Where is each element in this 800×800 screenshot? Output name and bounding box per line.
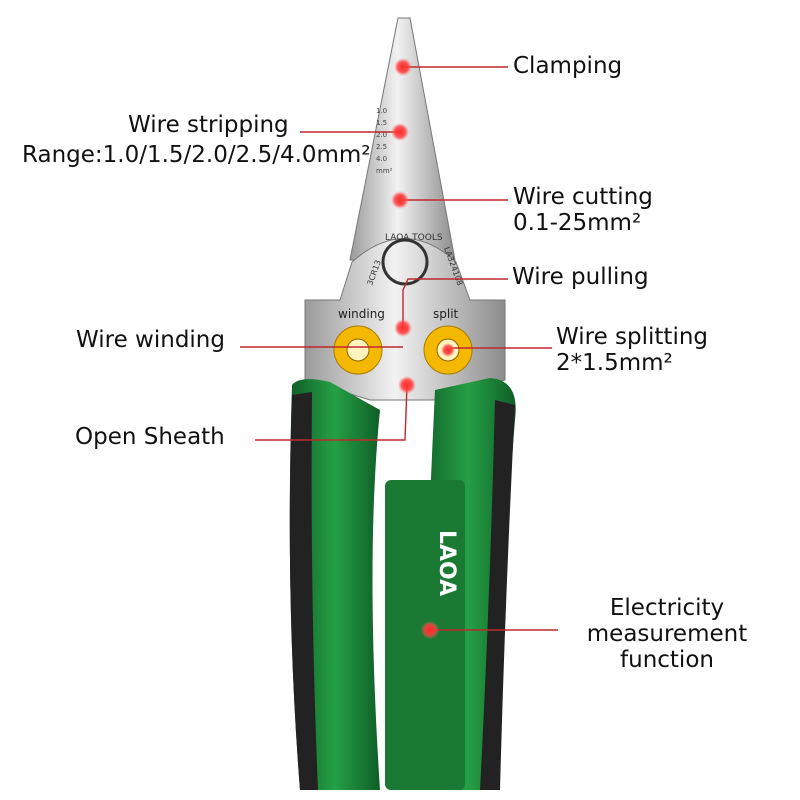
gauge-mark: 4.0 — [376, 155, 387, 163]
gauge-mark: mm² — [376, 167, 393, 175]
label-wire-cutting: Wire cutting — [513, 184, 653, 210]
winding-marking: winding — [338, 307, 385, 321]
label-wire-stripping: Wire stripping — [128, 112, 289, 138]
label-wire-winding: Wire winding — [76, 327, 225, 353]
gauge-mark: 2.5 — [376, 143, 387, 151]
stripping-gauge: 1.0 1.5 2.0 2.5 4.0 mm² — [376, 107, 393, 175]
brand-tools-marking: LAOA TOOLS — [385, 233, 443, 243]
label-wire-cutting-range: 0.1-25mm² — [513, 210, 642, 236]
label-electricity-3: function — [620, 647, 714, 673]
label-wire-pulling: Wire pulling — [512, 264, 649, 290]
label-clamping: Clamping — [513, 53, 623, 79]
right-handle-grip — [480, 400, 515, 790]
callout-lines — [240, 66, 558, 631]
label-open-sheath: Open Sheath — [75, 424, 225, 450]
left-handle-grip — [289, 392, 318, 790]
split-marking: split — [433, 307, 459, 321]
label-wire-stripping-range: Range:1.0/1.5/2.0/2.5/4.0mm² — [22, 142, 371, 168]
label-electricity-2: measurement — [586, 621, 748, 647]
label-wire-splitting: Wire splitting — [556, 324, 709, 350]
gauge-mark: 1.0 — [376, 107, 387, 115]
winding-hole-inner — [346, 338, 370, 362]
gauge-mark: 2.0 — [376, 131, 387, 139]
gauge-mark: 1.5 — [376, 119, 387, 127]
label-wire-splitting-spec: 2*1.5mm² — [556, 350, 673, 376]
brand-marking: LAOA — [434, 530, 459, 596]
callout-dots — [391, 58, 455, 639]
label-electricity-1: Electricity — [609, 595, 725, 621]
